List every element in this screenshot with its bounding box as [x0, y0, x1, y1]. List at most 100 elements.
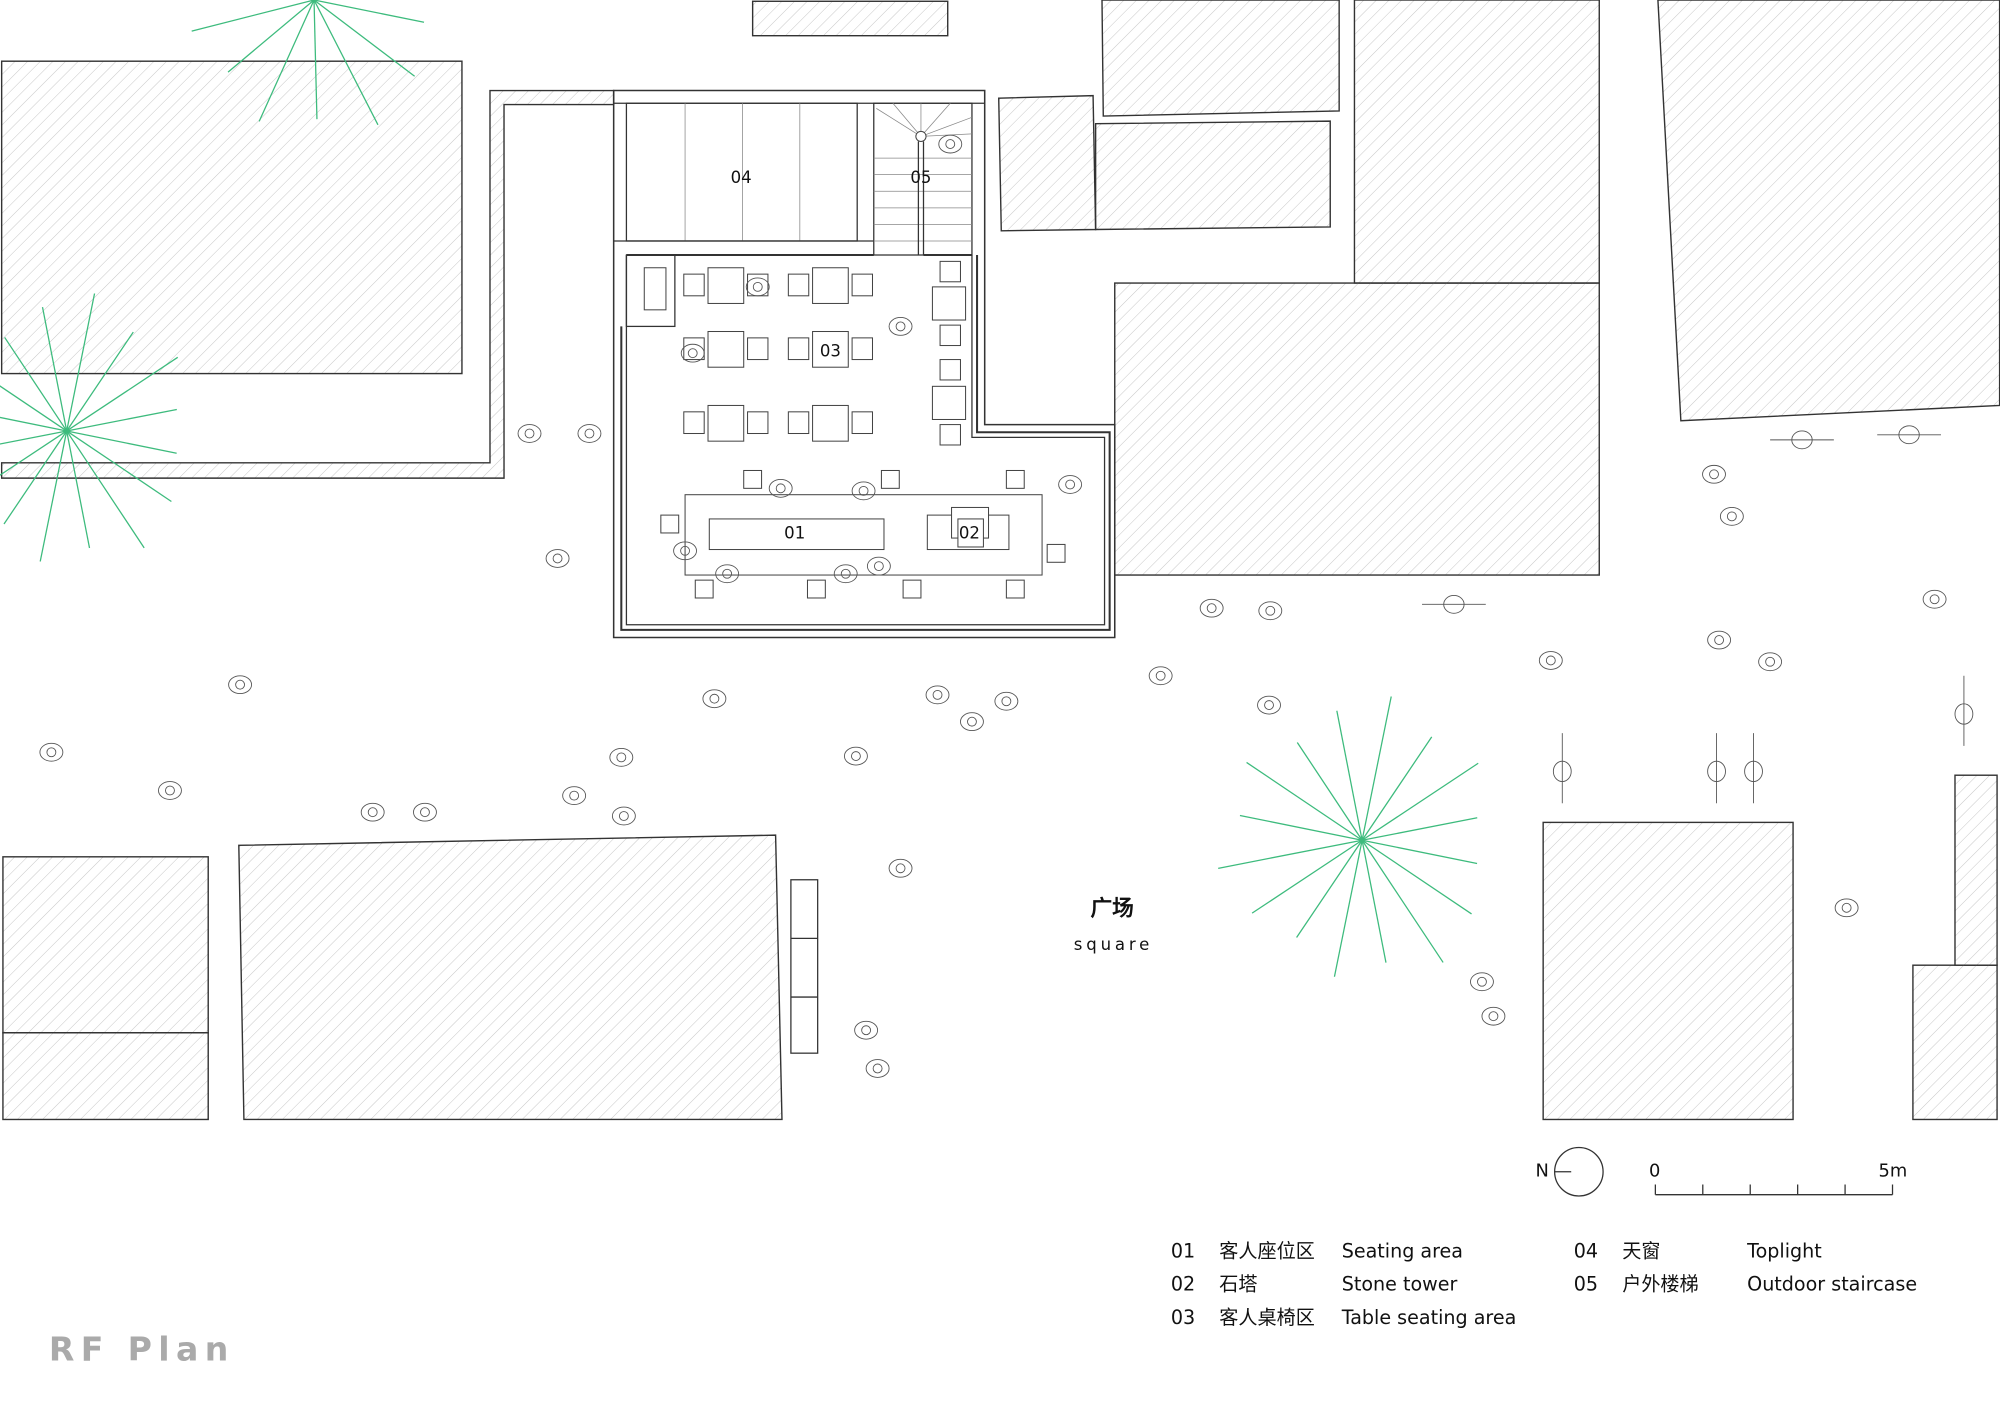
building	[1542, 821, 1794, 1121]
stool	[694, 579, 714, 599]
stair-winder	[876, 108, 922, 137]
building	[1657, 0, 2000, 422]
stool	[902, 579, 922, 599]
person-icon	[854, 1020, 879, 1040]
north-arrow: N	[1536, 1146, 1604, 1197]
building	[238, 834, 783, 1121]
person-icon	[938, 134, 963, 154]
scale-end: 5m	[1878, 1161, 1907, 1182]
stool	[1005, 579, 1025, 599]
person-icon	[925, 685, 950, 705]
bicycle-icon	[1877, 425, 1941, 445]
person-icon	[866, 556, 891, 576]
person-icon	[577, 424, 602, 443]
chair	[747, 411, 769, 435]
building	[1954, 774, 1998, 966]
person-icon	[960, 712, 984, 732]
person-icon	[228, 675, 253, 695]
person-icon	[562, 786, 587, 805]
drawing-title: RF Plan	[49, 1329, 235, 1368]
legend-item: 03 客人桌椅区 Table seating area	[1171, 1306, 1517, 1329]
people	[39, 134, 1974, 1078]
table	[812, 267, 849, 304]
person-icon	[680, 343, 705, 363]
label-04: 04	[731, 168, 752, 187]
table	[931, 385, 967, 420]
person-icon	[1058, 475, 1083, 494]
chair	[851, 337, 874, 361]
bicycle-icon	[1770, 430, 1834, 450]
stair-winder	[920, 103, 951, 137]
person-icon	[413, 802, 437, 822]
building	[1101, 0, 1340, 117]
svg-text:04: 04	[1574, 1240, 1598, 1263]
person-icon	[1199, 598, 1224, 618]
chair	[939, 424, 961, 446]
person-icon	[1834, 898, 1859, 918]
svg-text:客人桌椅区: 客人桌椅区	[1219, 1306, 1315, 1329]
label-03: 03	[820, 341, 841, 360]
stair-winder	[920, 133, 972, 137]
svg-text:Toplight: Toplight	[1746, 1240, 1822, 1263]
stool	[880, 469, 900, 489]
person-icon	[1538, 651, 1563, 670]
stair-winder	[920, 116, 973, 137]
chair	[939, 260, 961, 283]
table	[812, 404, 849, 442]
building	[1912, 964, 1998, 1121]
bicycle-icon	[1707, 733, 1726, 804]
building	[0, 60, 463, 375]
chair	[747, 273, 769, 297]
north-label: N	[1536, 1161, 1549, 1182]
person-icon	[1702, 464, 1726, 484]
chair	[939, 324, 961, 347]
svg-text:Seating area: Seating area	[1342, 1240, 1463, 1263]
label-05: 05	[910, 168, 931, 187]
person-icon	[1719, 507, 1744, 526]
person-icon	[844, 746, 868, 766]
chair	[683, 411, 705, 435]
stool	[1005, 469, 1025, 489]
scale-bar: 0 5m	[1649, 1161, 1907, 1196]
person-icon	[609, 747, 634, 767]
stool	[1046, 543, 1066, 563]
person-icon	[745, 277, 770, 297]
building	[998, 94, 1097, 232]
bicycle-icon	[1954, 675, 1974, 746]
legend: 01 客人座位区 Seating area 02 石塔 Stone tower …	[1171, 1240, 1917, 1329]
chair	[851, 411, 874, 435]
building	[1353, 0, 1600, 284]
person-icon	[673, 541, 697, 561]
svg-text:石塔: 石塔	[1219, 1273, 1257, 1296]
legend-item: 01 客人座位区 Seating area	[1171, 1240, 1463, 1263]
building	[1094, 120, 1331, 231]
person-icon	[851, 481, 876, 501]
person-icon	[1148, 666, 1173, 686]
person-icon	[1481, 1006, 1506, 1026]
chair	[787, 273, 810, 297]
stool	[660, 514, 680, 534]
bicycle-icon	[1552, 733, 1572, 804]
building	[2, 1032, 209, 1121]
svg-text:01: 01	[1171, 1240, 1195, 1263]
person-icon	[360, 802, 385, 822]
legend-item: 05 户外楼梯 Outdoor staircase	[1574, 1273, 1917, 1296]
person-icon	[39, 742, 64, 762]
chair	[747, 337, 769, 361]
person-icon	[888, 317, 913, 336]
chair	[787, 337, 810, 361]
label-01: 01	[784, 524, 805, 543]
svg-text:Stone tower: Stone tower	[1342, 1273, 1458, 1296]
bicycle-icon	[1744, 733, 1763, 804]
table	[812, 330, 849, 368]
svg-text:03: 03	[1171, 1306, 1195, 1329]
table	[707, 330, 745, 368]
person-icon	[1257, 695, 1281, 715]
person-icon	[545, 549, 570, 568]
table	[707, 404, 745, 442]
label-02: 02	[959, 524, 980, 543]
person-icon	[768, 478, 793, 498]
person-icon	[1258, 601, 1283, 621]
chair	[787, 411, 810, 435]
svg-text:户外楼梯: 户外楼梯	[1622, 1273, 1698, 1296]
